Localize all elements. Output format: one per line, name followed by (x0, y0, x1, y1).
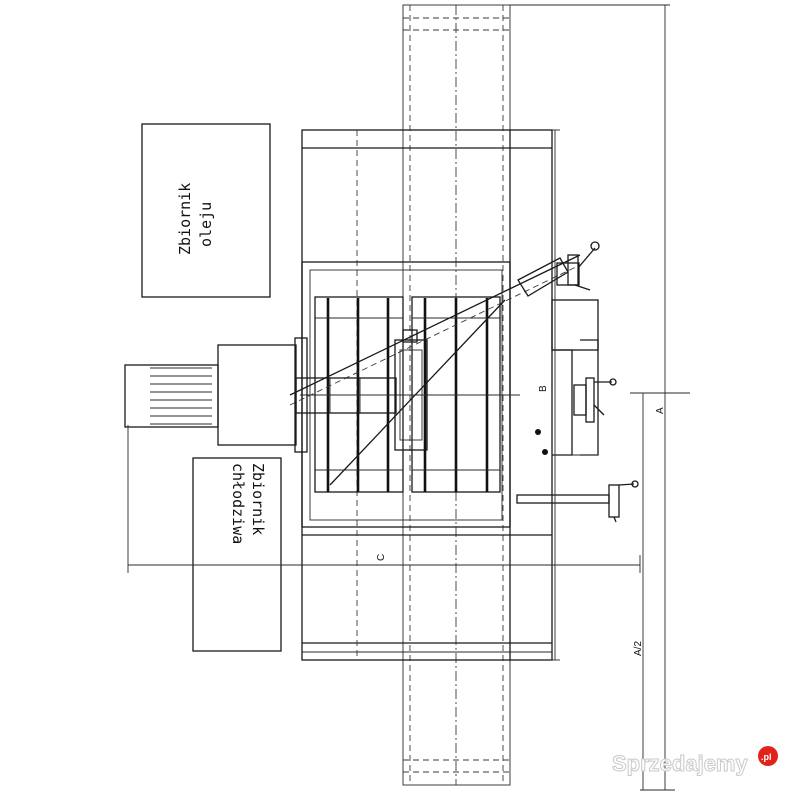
oil-tank-label-line1: Zbiornik (176, 183, 194, 255)
watermark-text: Sprzedajemy (612, 751, 748, 776)
oil-tank-label-line2: oleju (197, 202, 215, 247)
handwheel-middle (573, 377, 617, 423)
coolant-tank: Zbiornik chłodziwa (192, 457, 282, 652)
drive-motor (124, 337, 397, 453)
handwheel-lower (516, 480, 639, 523)
dimension-a-half-label: A/2 (633, 641, 644, 656)
dimension-a-label: A (655, 407, 666, 414)
oil-tank: Zbiornik oleju (141, 123, 271, 298)
grinding-head (289, 254, 581, 486)
handwheel-upper (517, 241, 600, 297)
dimension-lines: A A/2 B C (127, 4, 690, 791)
dimension-c-label: C (376, 554, 387, 561)
dimension-b-label: B (538, 385, 549, 392)
control-column (516, 241, 639, 523)
watermark: Sprzedajemy .pl (612, 746, 778, 777)
table-travel-envelope (402, 4, 511, 786)
watermark-badge (758, 746, 778, 766)
watermark-suffix: .pl (761, 752, 772, 762)
coolant-tank-label-line1: Zbiornik (249, 463, 267, 535)
coolant-tank-label-line2: chłodziwa (229, 463, 247, 544)
